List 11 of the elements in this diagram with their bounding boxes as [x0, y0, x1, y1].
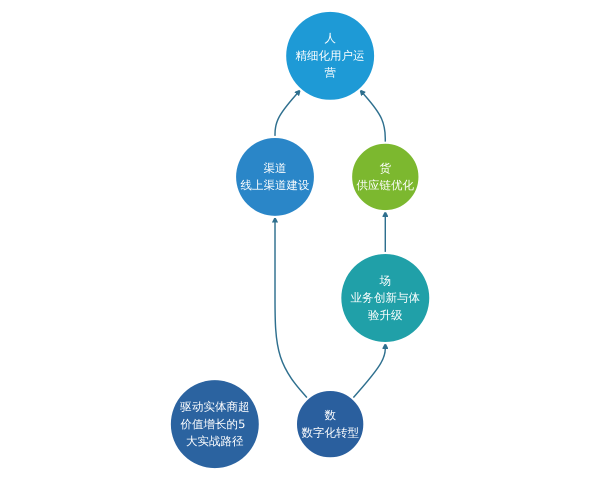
arrow	[359, 89, 386, 143]
arrow	[272, 216, 308, 399]
node-circle: 驱动实体商超价值增长的5 大实战路径	[168, 378, 261, 470]
arrow	[274, 89, 301, 137]
arrow	[382, 210, 388, 253]
node-circle: 人 精细化用户运营	[284, 10, 376, 102]
node-circle: 渠道 线上渠道建设	[234, 136, 316, 218]
node-circle: 场 业务创新与体验升级	[339, 252, 432, 344]
arrow	[352, 342, 388, 399]
node-circle: 货 供应链优化	[350, 142, 421, 212]
node-circle: 数 数字化转型	[294, 388, 366, 460]
